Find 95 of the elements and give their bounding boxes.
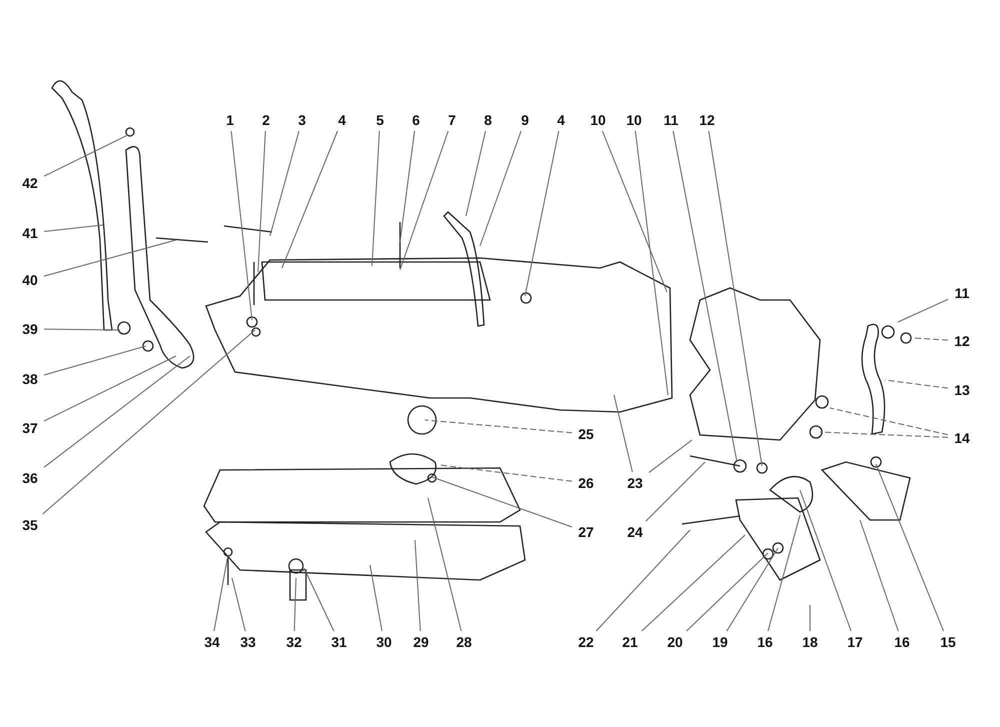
leader-line	[400, 130, 449, 270]
callout-number: 20	[663, 633, 687, 651]
leader-line	[646, 462, 706, 522]
leader-line	[860, 520, 899, 632]
leader-line	[672, 130, 738, 462]
callout-number: 11	[950, 284, 974, 302]
callout-number: 32	[282, 633, 306, 651]
callout-number: 4	[549, 111, 573, 129]
callout-number: 40	[18, 271, 42, 289]
leader-line	[44, 356, 190, 468]
leader-line	[400, 130, 416, 242]
leader-line	[614, 394, 633, 472]
leader-line	[44, 134, 128, 177]
callout-number: 4	[330, 111, 354, 129]
leader-line	[634, 130, 668, 396]
callout-number: 19	[708, 633, 732, 651]
leader-line	[414, 540, 421, 632]
callout-number: 3	[290, 111, 314, 129]
callout-number: 21	[618, 633, 642, 651]
callout-number: 10	[586, 111, 610, 129]
callout-number: 17	[843, 633, 867, 651]
leader-line	[820, 432, 948, 438]
callout-number: 12	[695, 111, 719, 129]
callout-number: 16	[753, 633, 777, 651]
leader-line	[282, 130, 338, 268]
callout-number: 13	[950, 381, 974, 399]
callout-number: 2	[254, 111, 278, 129]
leader-line	[44, 356, 176, 422]
leader-line	[686, 552, 768, 632]
callout-number: 34	[200, 633, 224, 651]
leader-line	[42, 330, 256, 514]
leader-line	[726, 548, 778, 632]
callout-number: 30	[372, 633, 396, 651]
callout-number: 22	[574, 633, 598, 651]
callout-number: 6	[404, 111, 428, 129]
callout-number: 36	[18, 469, 42, 487]
callout-number: 42	[18, 174, 42, 192]
callout-number: 26	[574, 474, 598, 492]
leader-line	[708, 130, 762, 466]
callout-number: 24	[623, 523, 647, 541]
callout-number: 5	[368, 111, 392, 129]
callout-number: 29	[409, 633, 433, 651]
callout-number: 10	[622, 111, 646, 129]
leader-line	[480, 130, 522, 246]
leader-line	[602, 130, 668, 292]
leader-line	[294, 578, 296, 632]
callout-number: 33	[236, 633, 260, 651]
callout-number: 23	[623, 474, 647, 492]
leader-line	[44, 224, 104, 232]
leader-line	[44, 328, 120, 330]
callout-number: 1	[218, 111, 242, 129]
leader-line	[230, 130, 252, 320]
leader-line	[304, 568, 334, 632]
callout-number: 18	[798, 633, 822, 651]
callout-number: 11	[659, 111, 683, 129]
leader-line	[768, 514, 800, 632]
leader-line	[270, 130, 300, 236]
leader-line	[648, 440, 692, 473]
leader-line	[914, 338, 948, 341]
callout-number: 37	[18, 419, 42, 437]
leader-line	[884, 380, 948, 389]
leader-line	[214, 554, 228, 632]
callout-number: 16	[890, 633, 914, 651]
callout-number: 8	[476, 111, 500, 129]
leader-line	[800, 490, 852, 632]
leader-line	[524, 130, 560, 296]
callout-number: 28	[452, 633, 476, 651]
leader-line	[370, 564, 382, 632]
leader-line	[372, 130, 380, 266]
leader-line	[232, 578, 246, 632]
callout-number: 38	[18, 370, 42, 388]
callout-number: 35	[18, 516, 42, 534]
leader-line	[641, 534, 746, 632]
callout-number: 41	[18, 224, 42, 242]
leader-line	[898, 298, 948, 322]
leader-line	[596, 530, 690, 632]
leader-line	[424, 420, 572, 434]
leader-line	[428, 498, 462, 632]
leader-line	[432, 476, 572, 528]
leader-line	[44, 346, 146, 376]
callout-number: 39	[18, 320, 42, 338]
callout-number: 31	[327, 633, 351, 651]
callout-number: 14	[950, 429, 974, 447]
callout-number: 7	[440, 111, 464, 129]
callout-number: 27	[574, 523, 598, 541]
leader-line	[258, 130, 266, 272]
leader-line	[830, 408, 948, 436]
leader-line	[440, 464, 572, 482]
callout-number: 12	[950, 332, 974, 350]
leader-line	[44, 240, 176, 277]
callout-number: 15	[936, 633, 960, 651]
callout-number: 9	[513, 111, 537, 129]
callout-number: 25	[574, 425, 598, 443]
leader-line	[466, 130, 486, 216]
leader-line	[876, 464, 944, 632]
